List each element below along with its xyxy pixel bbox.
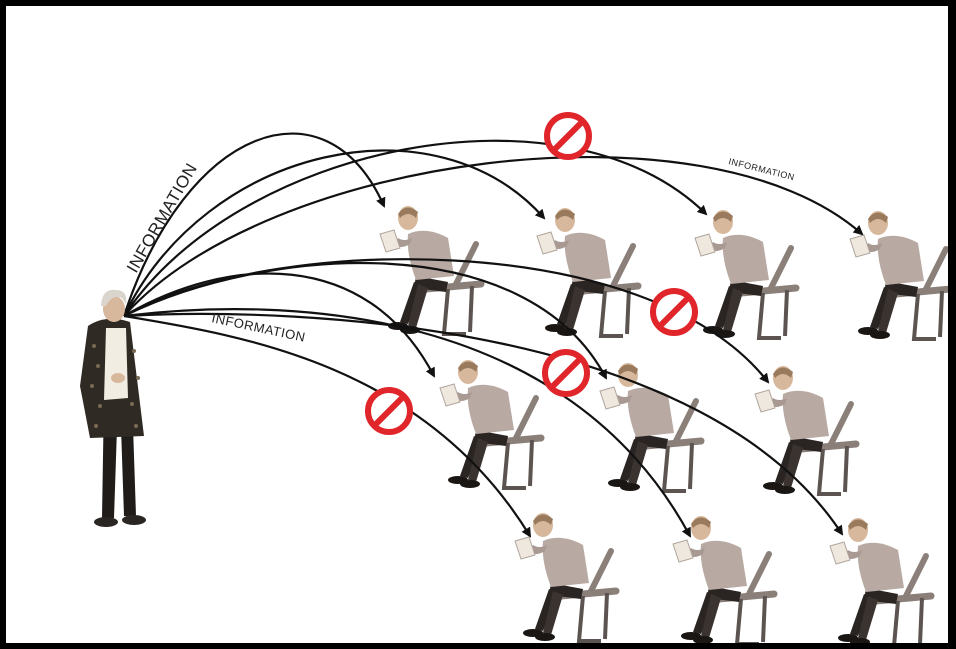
student-figure	[440, 360, 541, 488]
no-symbol-icon	[547, 115, 589, 157]
student-figure	[600, 363, 701, 491]
student-figure	[515, 513, 616, 641]
student-figure	[830, 518, 931, 643]
arrow	[123, 312, 844, 536]
arrow	[123, 308, 691, 538]
arrow	[123, 149, 546, 317]
arrow	[123, 139, 708, 317]
information-label-upper: INFORMATION	[123, 160, 201, 276]
information-label-top-right: INFORMATION	[728, 156, 796, 182]
arrow	[123, 261, 607, 380]
arrow	[123, 272, 435, 378]
arrow	[123, 314, 532, 538]
arrow	[123, 156, 864, 317]
student-figure	[850, 211, 948, 339]
student-figure	[695, 210, 796, 338]
arrow	[123, 258, 770, 384]
information-arrows	[122, 132, 864, 538]
diagram-svg: INFORMATION INFORMATION INFORMATION	[80, 6, 948, 643]
no-symbol-icon	[368, 390, 410, 432]
student-figure	[673, 516, 774, 643]
no-symbol-icon	[653, 291, 695, 333]
diagram-canvas: INFORMATION INFORMATION INFORMATION	[6, 6, 948, 643]
student-figure	[380, 206, 481, 334]
teacher-figure	[80, 289, 146, 527]
student-figure	[755, 366, 856, 494]
no-symbol-icon	[545, 352, 587, 394]
arrow	[122, 132, 386, 317]
